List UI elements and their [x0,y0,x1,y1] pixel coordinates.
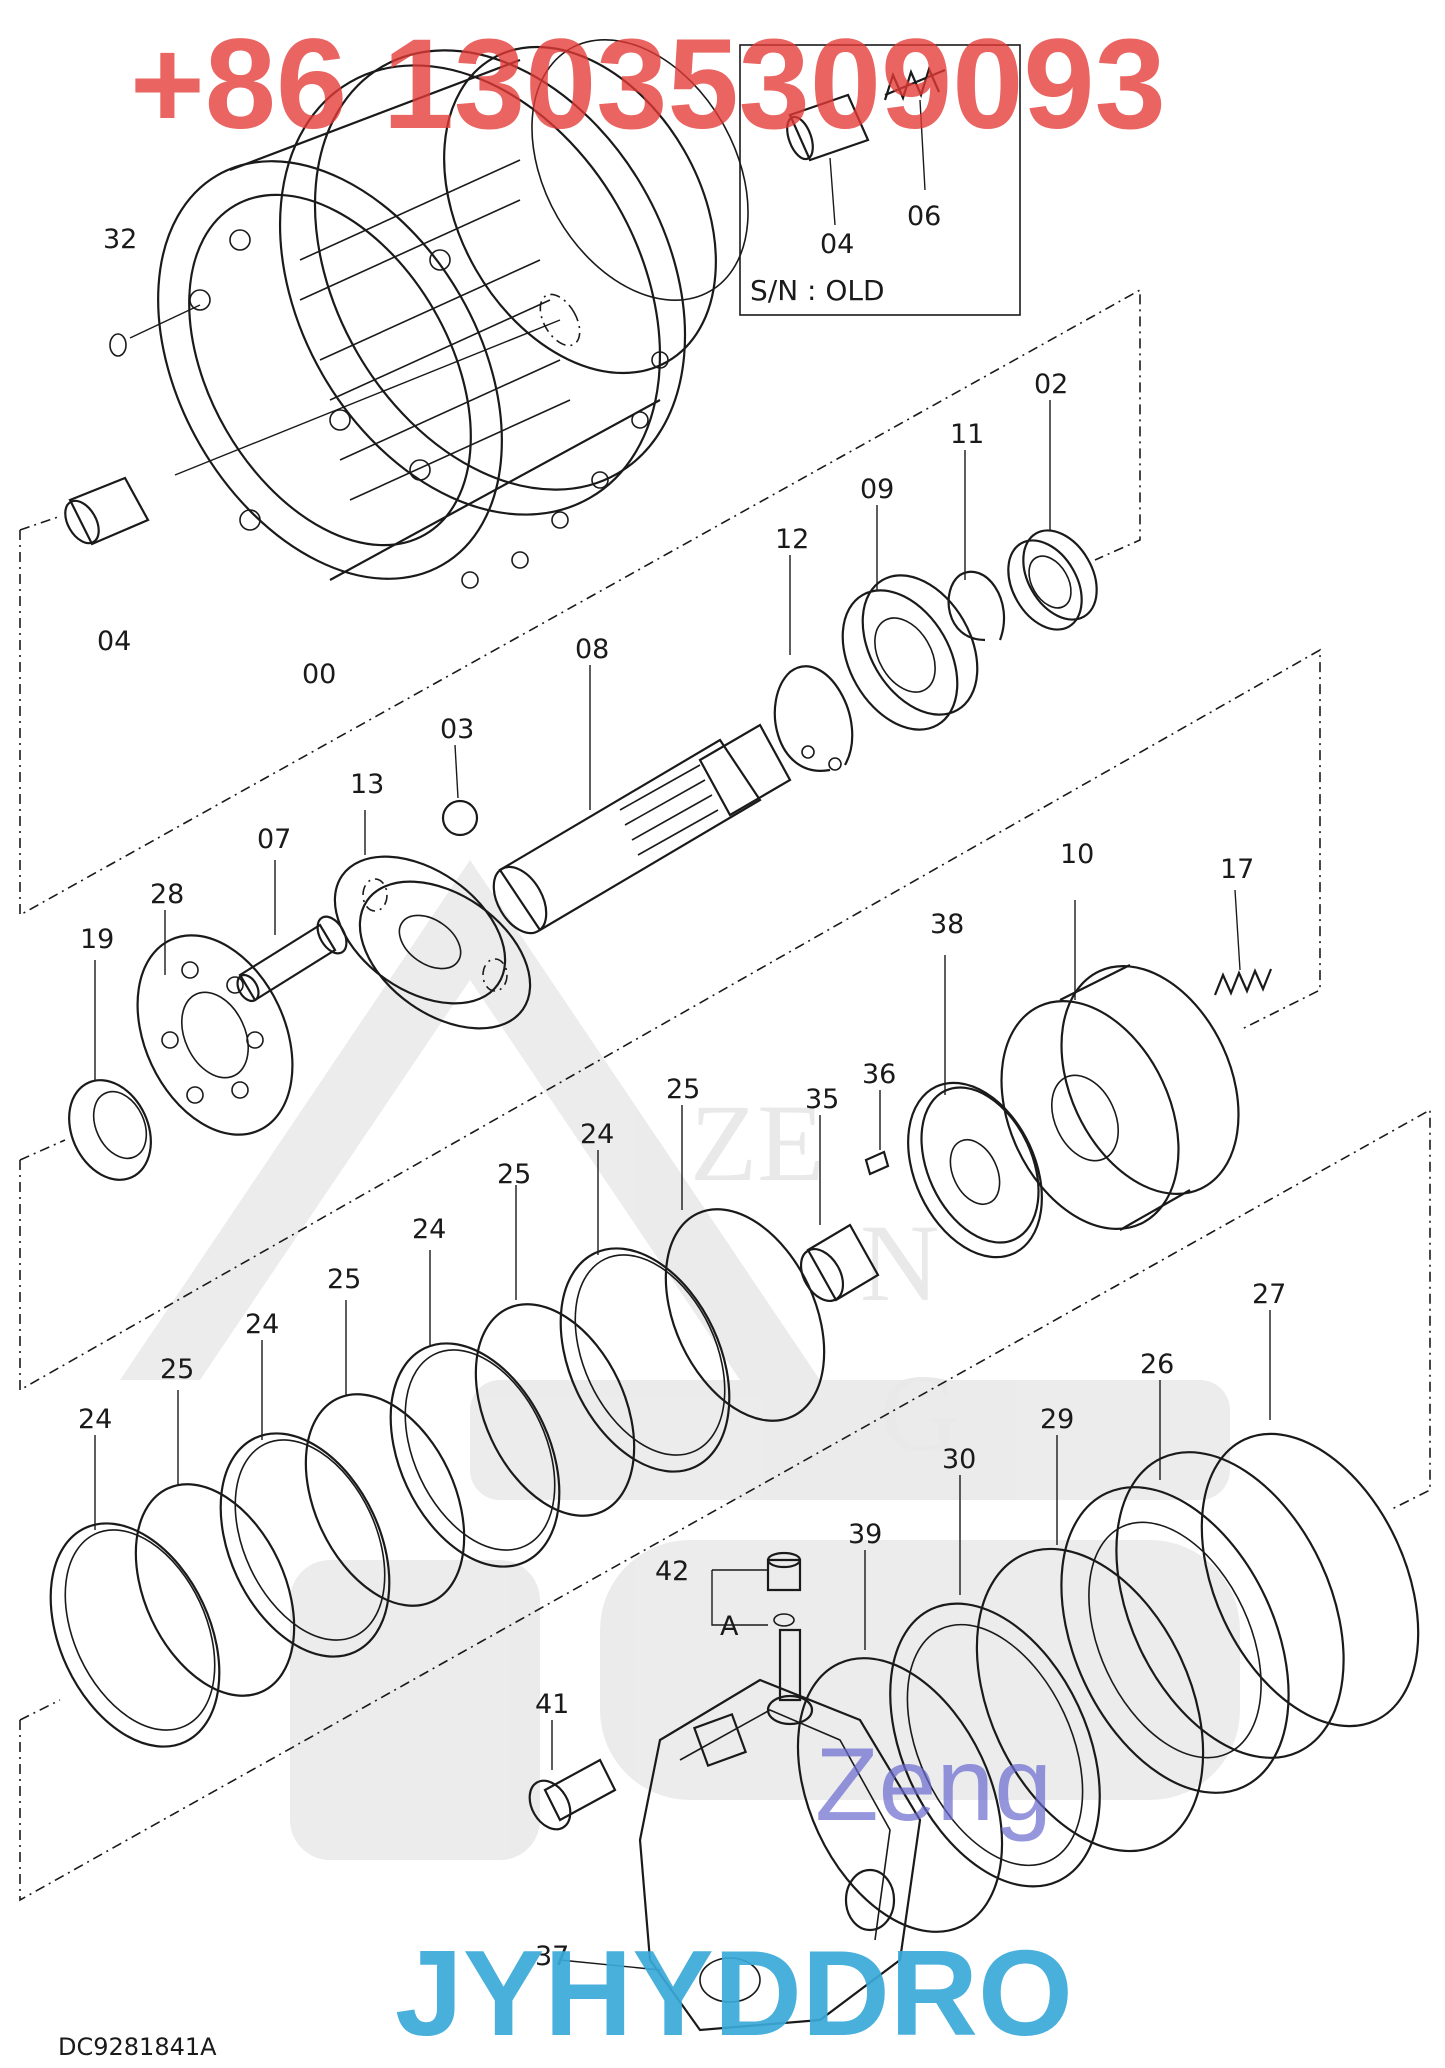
plate-24b [389,1342,561,1568]
valve-plate-38 [907,955,1043,1259]
callout-a: A [720,1611,739,1642]
oil-seal-02 [1007,400,1098,631]
part-label-24c: 24 [245,1309,279,1340]
part-label-38: 38 [930,909,964,940]
part-label-09: 09 [860,474,894,505]
part-label-02: 02 [1034,369,1068,400]
part-label-19: 19 [80,924,114,955]
part-label-36: 36 [862,1059,896,1090]
inset-old-serial [739,44,1021,316]
part-label-24a: 24 [580,1119,614,1150]
part-label-25a: 25 [666,1074,700,1105]
part-label-25b: 25 [497,1159,531,1190]
part-label-00: 00 [302,659,336,690]
piston-26 [1060,1380,1345,1794]
watermark-zeng: Zeng [815,1727,1052,1843]
part-label-12: 12 [775,524,809,555]
bolt-41 [528,1720,617,1831]
part-label-04: 04 [97,626,131,657]
oring-39 [796,1550,1004,1933]
part-label-41: 41 [535,1689,569,1720]
part-label-24b: 24 [412,1214,446,1245]
part-label-32: 32 [103,224,137,255]
part-label-25c: 25 [327,1264,361,1295]
part-label-35: 35 [805,1084,839,1115]
part-label-11: 11 [950,419,984,450]
part-label-13: 13 [350,769,384,800]
plug-42 [711,1551,802,1627]
pin-36 [864,1090,890,1176]
spring-17 [1213,889,1273,996]
inset-caption: S/N : OLD [750,274,885,307]
plate-28 [136,910,294,1136]
part-label-04-inset: 04 [820,229,854,260]
snap-ring-12 [773,555,854,772]
part-label-30: 30 [942,1444,976,1475]
bushing-19 [68,960,152,1181]
cover-37 [559,1628,922,2032]
pin-07 [236,860,348,1003]
part-label-28: 28 [150,879,184,910]
ring-25b [474,1303,636,1517]
part-label-03: 03 [440,714,474,745]
bg-letter-2: N [860,1202,939,1324]
part-label-26: 26 [1140,1349,1174,1380]
needle-bearing-35 [799,1115,880,1302]
plate-30 [889,1475,1101,1888]
drawing-code: DC9281841A [58,2033,217,2061]
part-label-29: 29 [1040,1404,1074,1435]
shaft-08 [492,665,792,935]
part-label-39: 39 [848,1519,882,1550]
assembly-boundaries [19,288,1431,1902]
bearing-09 [841,505,979,731]
plate-24c [219,1432,391,1658]
part-label-24d: 24 [78,1404,112,1435]
ring-25a [664,1208,826,1422]
part-label-08: 08 [575,634,609,665]
oring-32 [109,304,201,357]
plate-24d [49,1522,221,1748]
snap-ring-11 [947,450,1006,642]
part-labels: 32 04 06 04 00 02 11 09 12 08 03 13 07 2… [58,201,1286,2061]
part-label-37: 37 [535,1941,569,1972]
part-label-17: 17 [1220,854,1254,885]
bg-letter-3: G [880,1352,959,1474]
part-label-42: 42 [655,1556,689,1587]
watermark-brand: JYHYDDRO [395,1925,1073,2061]
part-label-25d: 25 [160,1354,194,1385]
oring-27 [1200,1310,1420,1728]
ring-25c [304,1393,466,1607]
pin-04 [64,319,561,546]
thrust-plate-13 [333,810,532,1030]
plates-group [49,1105,826,1748]
part-label-07: 07 [257,824,291,855]
part-label-27: 27 [1252,1279,1286,1310]
housing-00 [157,38,749,589]
ball-03 [441,744,479,837]
ring-25d [134,1483,296,1697]
cylinder-block-10 [1000,900,1240,1231]
part-label-06: 06 [907,201,941,232]
part-label-10: 10 [1060,839,1094,870]
bg-letter-1: ZE [690,1082,824,1204]
background-logo: ZE N G [120,860,1240,1860]
oring-29 [975,1435,1205,1853]
watermark-phone: +86 13035309093 [130,13,1166,156]
plate-24a [559,1247,731,1473]
